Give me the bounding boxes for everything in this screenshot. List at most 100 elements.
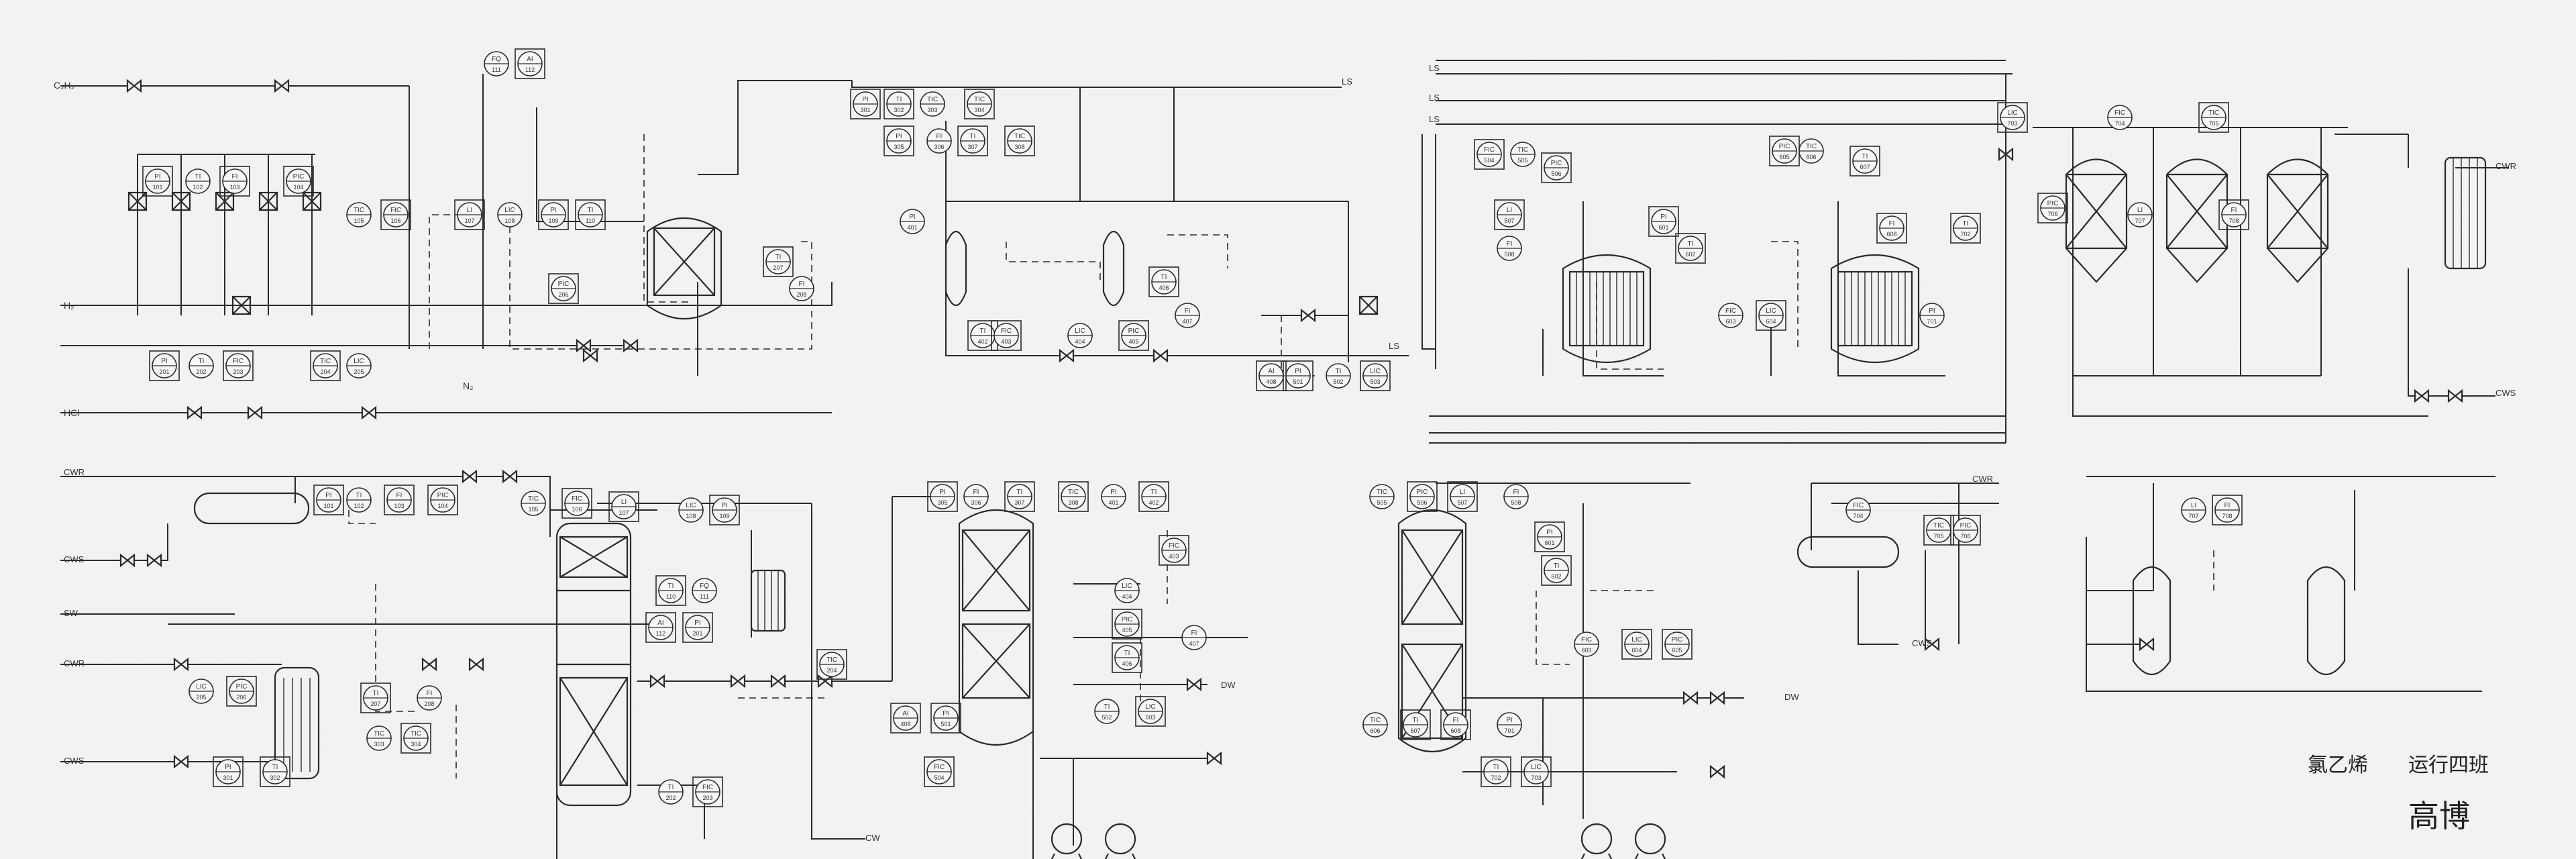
signal-line: [348, 510, 376, 524]
process-line: [811, 503, 865, 840]
instrument-tic-105-4-tag: TIC: [354, 207, 364, 214]
instrument-li-107-6-number: 107: [464, 217, 474, 224]
condenser-e503-tubes: [757, 570, 779, 631]
instrument-ti-607-50-tag: TI: [1862, 153, 1868, 160]
instrument-lic-108-67-number: 108: [686, 513, 696, 519]
label-h2-inlet: H₂: [64, 300, 74, 311]
cooler-e401-tubes: [2453, 158, 2478, 268]
valve-24: [770, 674, 786, 689]
instrument-lic-703-114-number: 703: [1531, 774, 1541, 781]
instrument-ti-207-18-tag: TI: [775, 254, 782, 261]
instrument-fi-708-59-tag: FI: [2231, 207, 2237, 214]
instrument-fic-403-30-box: [991, 320, 1022, 351]
instrument-pic-206-17-box: [548, 273, 579, 304]
instrument-pic-206-17-tag: PIC: [558, 281, 570, 288]
instrument-pi-305-24-tag: PI: [896, 133, 902, 140]
strainer-7: [1358, 295, 1379, 315]
instrument-fic-504-39-tag: FIC: [1484, 146, 1495, 154]
process-line: [60, 282, 833, 306]
instrument-fic-704-115-number: 704: [1853, 513, 1863, 519]
instrument-ti-607-110-box: [1400, 709, 1431, 740]
instrument-ti-502-37-tag: TI: [1336, 368, 1342, 375]
strainer-2: [171, 191, 191, 211]
instrument-ti-207-78-box: [360, 683, 391, 713]
instrument-ti-406-93-box: [1112, 642, 1142, 673]
instrument-pic-104-3-number: 104: [293, 184, 303, 191]
column-t601-upper-bed: [961, 529, 1031, 612]
label-cwr-e502: CWR: [64, 658, 85, 668]
instrument-pi-601-44-number: 601: [1658, 224, 1668, 231]
instrument-li-107-66-tag: LI: [621, 499, 627, 506]
converter-r302: [1830, 254, 1920, 363]
instrument-fi-608-51-tag: FI: [1889, 220, 1895, 228]
instrument-ti-207-78-number: 207: [370, 701, 380, 707]
column-t701-lower-bed: [1401, 643, 1464, 740]
instrument-pic-405-92-box: [1112, 609, 1142, 640]
instrument-ti-110-9-number: 110: [586, 217, 595, 224]
converter-r301: [1562, 254, 1652, 363]
process-lines: [60, 60, 2509, 859]
drum-v701: [1796, 536, 1900, 568]
instrument-tic-606-49-tag: TIC: [1806, 143, 1817, 150]
instrument-pic-706-57-box: [2037, 193, 2068, 223]
instrument-ai-112-11-box: [515, 48, 545, 79]
instrument-lic-604-107-number: 604: [1631, 647, 1642, 654]
instrument-pi-701-112-tag: PI: [1506, 717, 1512, 724]
instrument-lic-604-47-number: 604: [1766, 318, 1776, 325]
instrument-pi-109-8-tag: PI: [550, 207, 556, 214]
instrument-lic-503-98-number: 503: [1145, 714, 1155, 721]
instrument-pic-206-77-tag: PIC: [236, 683, 248, 691]
instrument-lic-205-76-tag: LIC: [196, 683, 207, 691]
column-t601: [958, 509, 1034, 746]
instrument-pi-101-60-box: [313, 485, 344, 515]
instrument-fi-407-34-tag: FI: [1185, 307, 1191, 315]
instrument-fic-704-55-tag: FIC: [2114, 109, 2125, 117]
converter-r301-tubesheet: [1568, 270, 1645, 347]
instrument-pic-706-117-number: 706: [1960, 533, 1970, 540]
label-ls-header-4: LS: [1429, 114, 1440, 124]
instrument-pi-201-72-number: 201: [692, 630, 702, 637]
instrument-lic-503-38-box: [1360, 360, 1391, 391]
instrument-tic-505-40-number: 505: [1517, 157, 1527, 164]
process-line: [2072, 128, 2428, 417]
instrument-tic-204-15-box: [310, 350, 341, 381]
strainer-5: [302, 191, 322, 211]
instrument-fi-608-51-box: [1876, 213, 1907, 244]
valve-3: [186, 405, 203, 420]
column-t701-upper-bed: [1401, 529, 1464, 625]
valve-29: [1206, 751, 1222, 766]
instrument-pi-109-68-box: [709, 495, 740, 525]
label-ls-header-1: LS: [1342, 77, 1352, 87]
instrument-fi-708-119-box: [2212, 495, 2243, 525]
instrument-pi-501-96-number: 501: [941, 721, 951, 727]
instrument-pic-405-32-number: 405: [1128, 338, 1138, 345]
instrument-lic-503-38-tag: LIC: [1370, 368, 1381, 375]
label-dw-mid: DW: [1221, 680, 1236, 690]
stream-labels: C₂H₂H₂HClN₂LSLSLSLSLSCWRCWSCWRCWSSWCWRCW…: [54, 63, 2516, 843]
instrument-ti-702-53-tag: TI: [1963, 220, 1969, 228]
